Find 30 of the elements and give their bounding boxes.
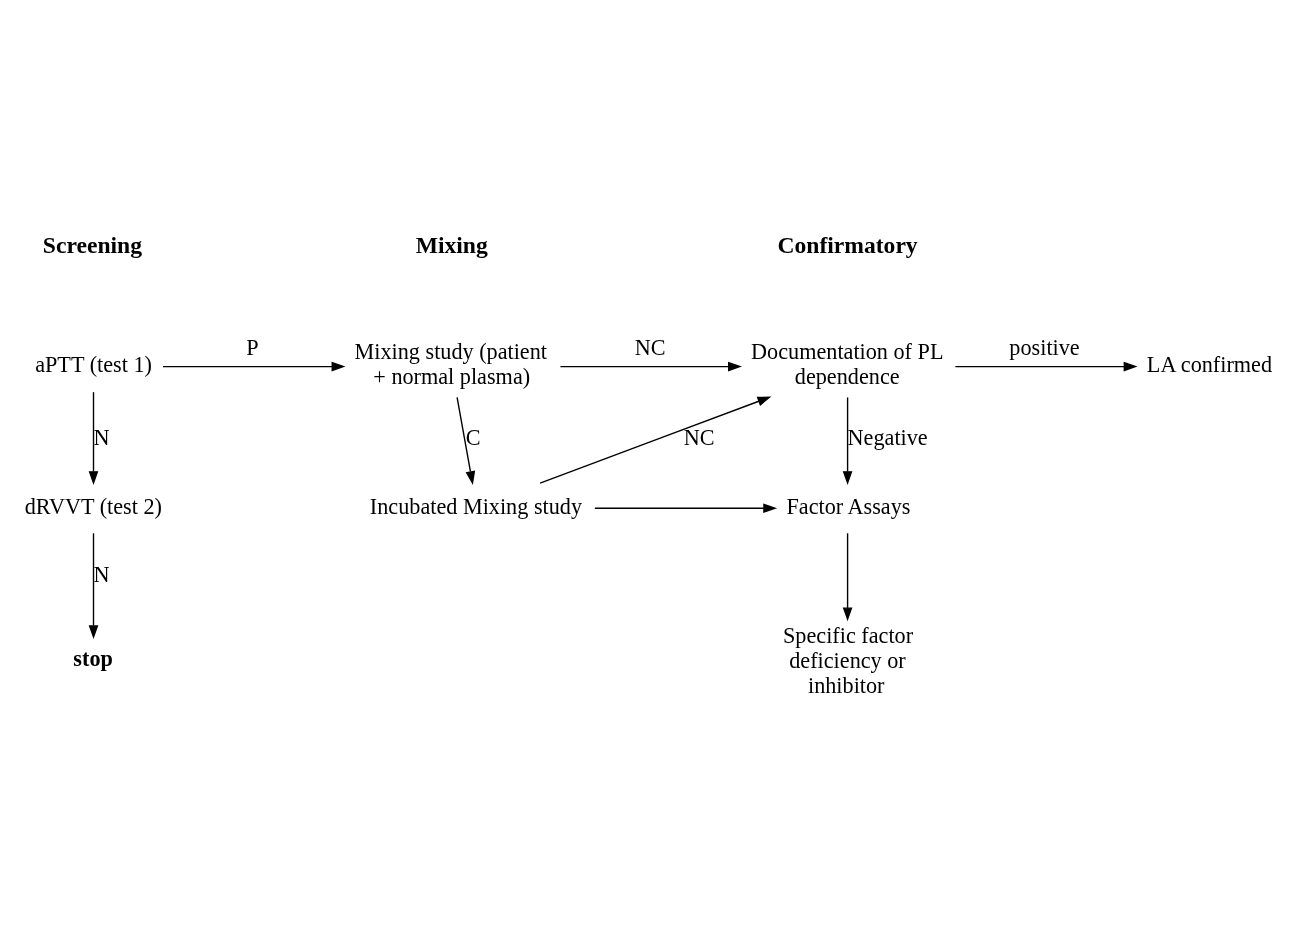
arrow: [842, 396, 853, 485]
arrow: [594, 502, 778, 513]
edge-label: N: [93, 424, 110, 450]
node-text: dRVVT (test 2): [24, 493, 162, 519]
arrow: [539, 396, 772, 484]
node-text: Factor Assays: [786, 493, 911, 519]
edge-label: C: [465, 424, 481, 450]
arrow: [88, 532, 99, 639]
arrow: [842, 532, 853, 621]
arrow: [954, 361, 1138, 371]
node-text: aPTT (test 1): [35, 351, 152, 377]
edge-label: NC: [634, 334, 666, 360]
arrow: [88, 390, 99, 485]
arrow: [162, 361, 346, 371]
node-text: LA confirmed: [1146, 351, 1273, 377]
node-text: Mixing study (patient + normal plasma): [354, 338, 548, 389]
node-text: Incubated Mixing study: [369, 493, 583, 519]
label: Confirmatory: [777, 231, 918, 258]
arrow: [559, 361, 742, 371]
label: Screening: [42, 231, 143, 258]
arrow: [456, 396, 476, 485]
node-text: stop: [73, 645, 113, 671]
edge-label: P: [246, 334, 259, 360]
edge-label: Negative: [847, 424, 928, 450]
node-text: Specific factor deficiency or inhibitor: [783, 622, 914, 698]
edge-label: positive: [1009, 334, 1080, 360]
node-text: Documentation of PL dependence: [751, 338, 944, 389]
edge-label: N: [93, 561, 110, 587]
label: Mixing: [415, 231, 488, 258]
edge-label: NC: [683, 424, 715, 450]
